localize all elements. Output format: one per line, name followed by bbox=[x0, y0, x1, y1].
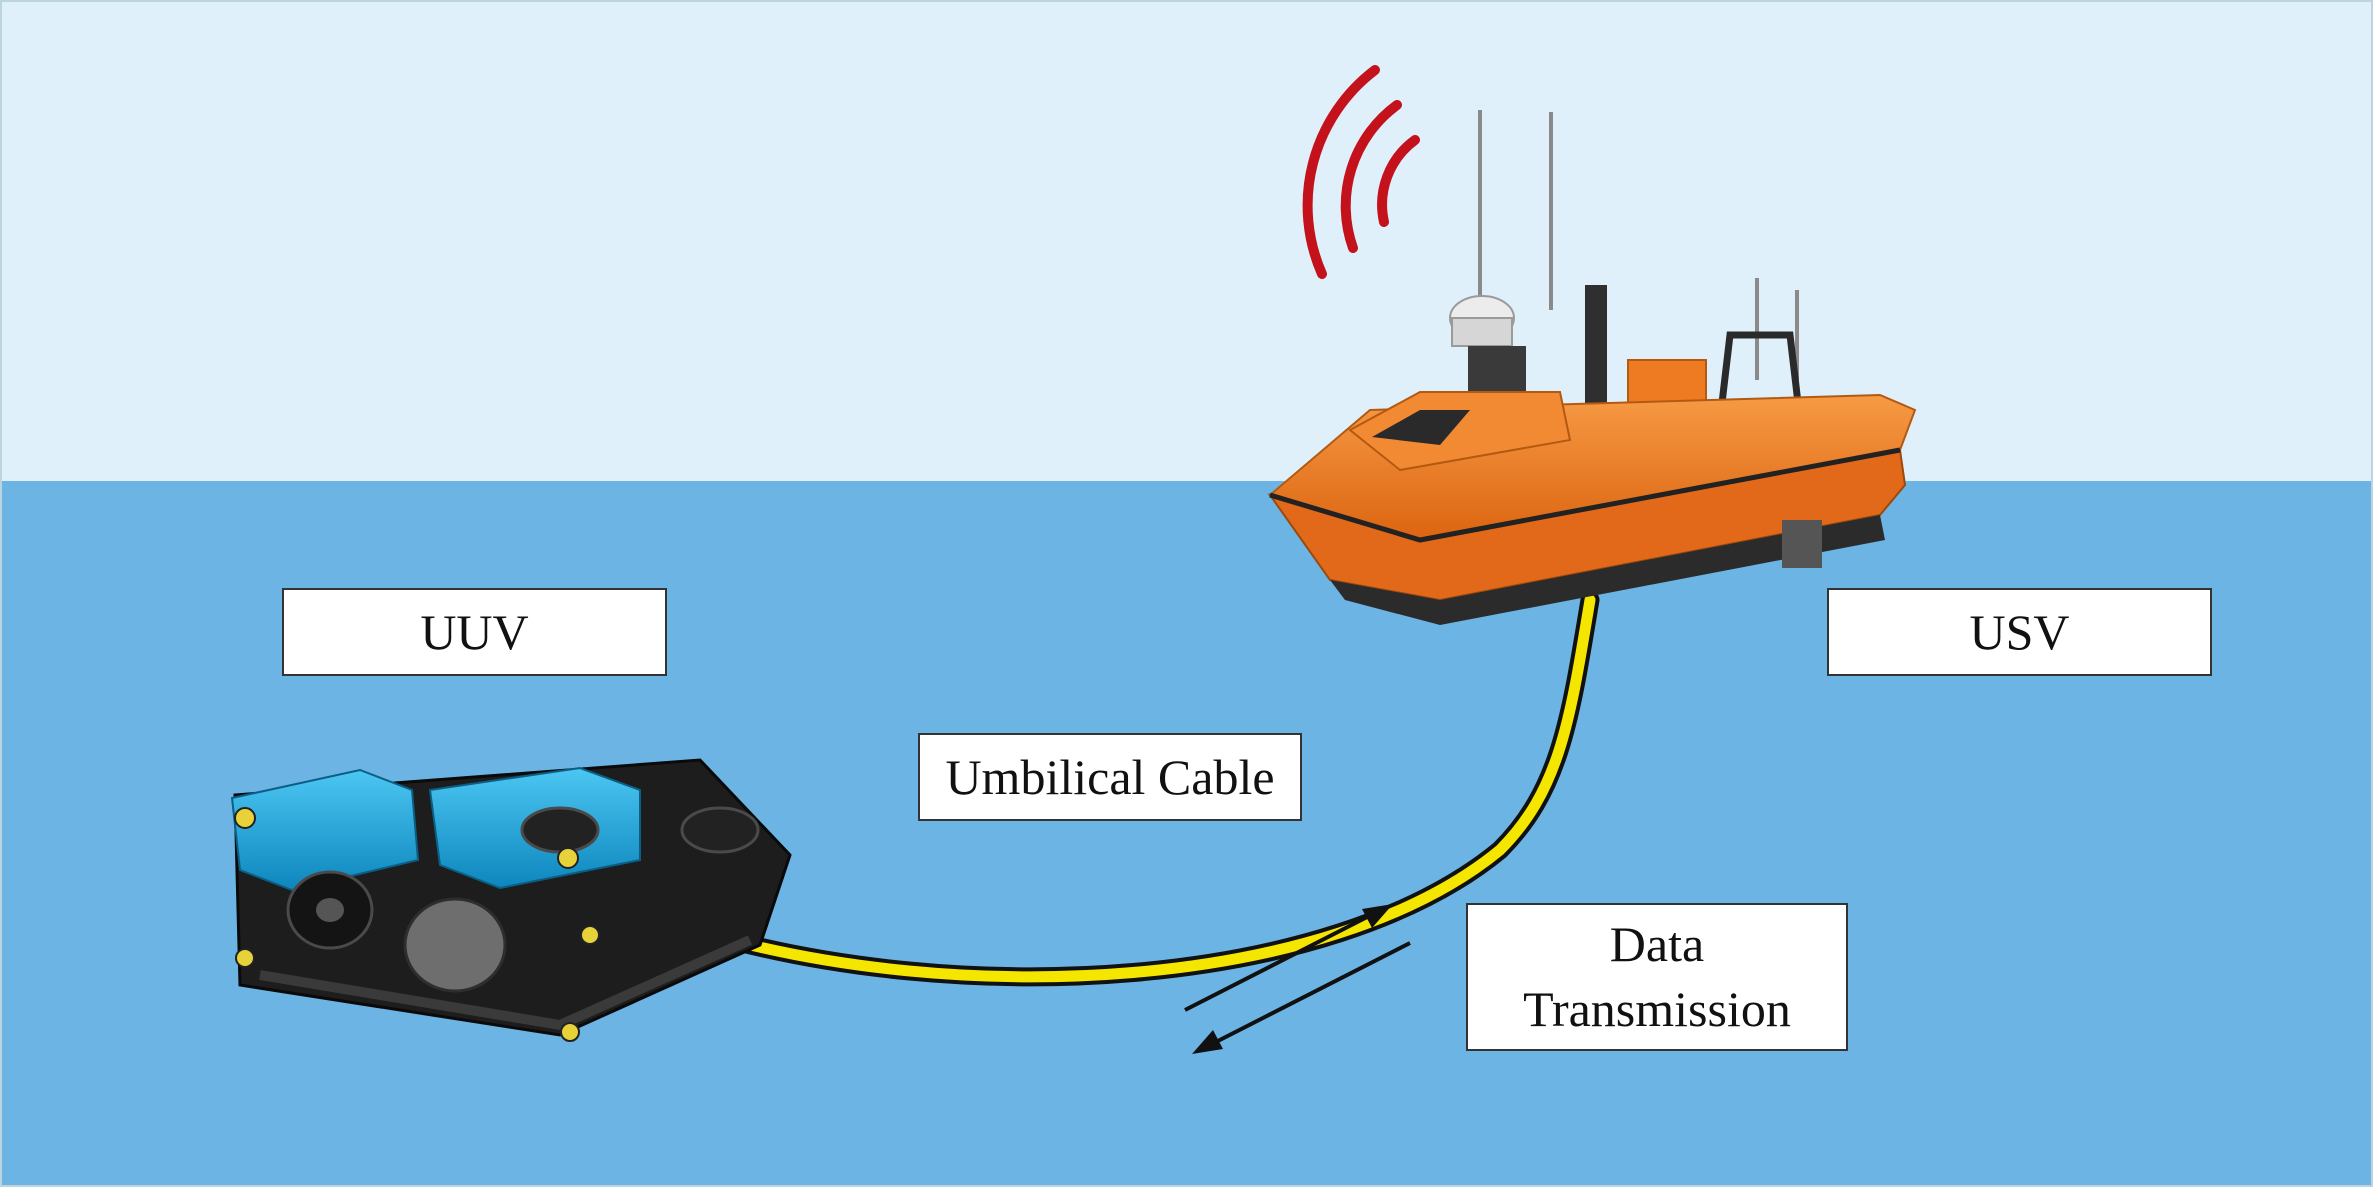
sky-background bbox=[0, 0, 2373, 481]
usv-boat-icon bbox=[1267, 110, 1917, 625]
data-transmission-label: Data Transmission bbox=[1466, 903, 1848, 1051]
data-transmission-line1: Data bbox=[1609, 916, 1705, 972]
uuv-label: UUV bbox=[282, 588, 667, 676]
data-transmission-line2: Transmission bbox=[1523, 981, 1791, 1037]
umbilical-cable-label-text: Umbilical Cable bbox=[945, 748, 1275, 805]
double-arrow-icon bbox=[1184, 904, 1411, 1054]
uuv-rov-icon bbox=[230, 758, 792, 1042]
usv-label-text: USV bbox=[1969, 603, 2070, 660]
uuv-label-text: UUV bbox=[420, 603, 529, 660]
radio-signal-icon bbox=[1302, 65, 1420, 279]
umbilical-cable bbox=[685, 590, 1600, 987]
usv-label: USV bbox=[1827, 588, 2212, 676]
umbilical-cable-label: Umbilical Cable bbox=[918, 733, 1302, 821]
